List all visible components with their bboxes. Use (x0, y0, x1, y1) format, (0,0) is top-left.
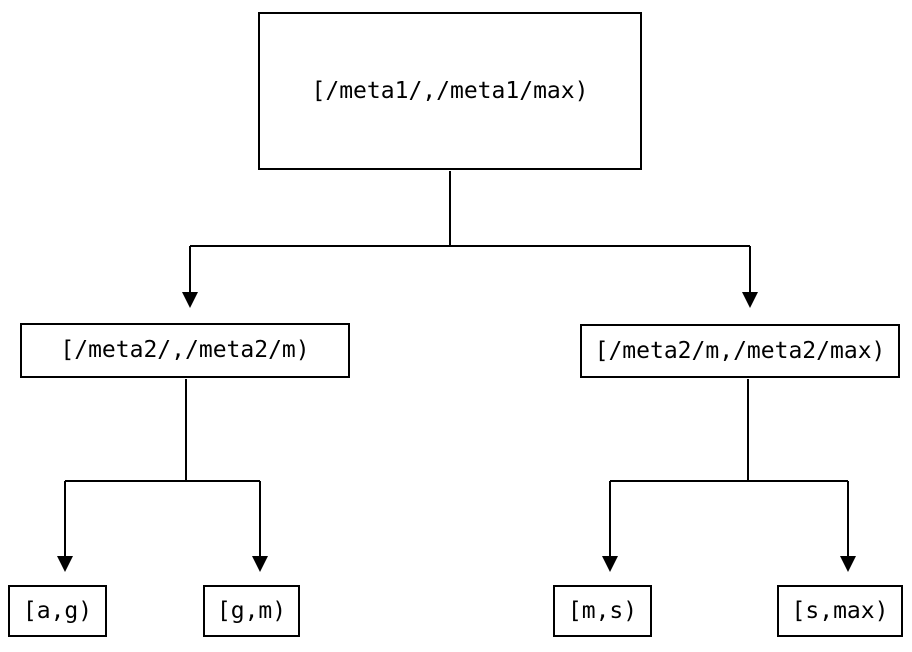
node-root: [/meta1/,/meta1/max) (258, 12, 642, 170)
arrowhead-down-icon (742, 292, 758, 308)
node-leaf-4: [s,max) (777, 585, 903, 637)
edge-left-child-stem (64, 379, 261, 557)
node-right-child-label: [/meta2/m,/meta2/max) (594, 337, 886, 364)
arrowhead-down-icon (252, 556, 268, 572)
node-leaf-4-label: [s,max) (791, 597, 889, 624)
node-leaf-2-label: [g,m) (216, 597, 287, 624)
node-leaf-1-label: [a,g) (22, 597, 93, 624)
node-leaf-2: [g,m) (203, 585, 300, 637)
node-right-child: [/meta2/m,/meta2/max) (580, 324, 900, 378)
node-leaf-3-label: [m,s) (567, 597, 638, 624)
arrowhead-down-icon (840, 556, 856, 572)
edge-root-stem (189, 171, 751, 293)
node-left-child: [/meta2/,/meta2/m) (20, 323, 350, 378)
arrowhead-down-icon (602, 556, 618, 572)
arrowhead-down-icon (182, 292, 198, 308)
edge-right-child-stem (609, 379, 849, 557)
node-left-child-label: [/meta2/,/meta2/m) (60, 337, 310, 363)
node-root-label: [/meta1/,/meta1/max) (311, 77, 589, 104)
arrowhead-down-icon (57, 556, 73, 572)
node-leaf-1: [a,g) (8, 585, 107, 637)
node-leaf-3: [m,s) (553, 585, 652, 637)
